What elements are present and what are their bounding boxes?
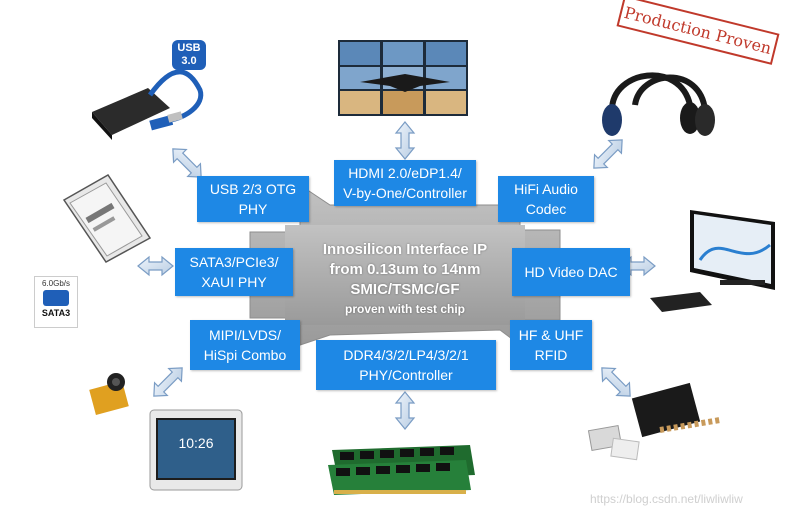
ssd-illustration <box>62 174 152 263</box>
box-rfid: HF & UHF RFID <box>510 320 592 370</box>
usb-badge-line2: 3.0 <box>181 55 197 67</box>
rfid-reader-illustration <box>587 382 721 461</box>
box-hdmi-line1: HDMI 2.0/eDP1.4/ <box>348 165 462 181</box>
sata-label: SATA3 <box>41 308 71 318</box>
chip-title: Innosilicon Interface IP from 0.13um to … <box>290 240 520 318</box>
box-usb-line1: USB 2/3 OTG <box>209 181 297 197</box>
box-sata-line1: SATA3/PCIe3/ <box>189 254 279 270</box>
video-wall-illustration <box>338 40 468 116</box>
tv-illustration <box>650 210 775 312</box>
box-hdmi-line2: V-by-One/Controller <box>343 185 467 201</box>
usb-badge-line1: USB <box>177 42 201 54</box>
box-audio-line1: HiFi Audio <box>514 181 578 197</box>
box-mipi-line1: MIPI/LVDS/ <box>208 327 282 343</box>
arrow-sata <box>137 255 174 277</box>
usb-badge: USB 3.0 <box>172 40 206 70</box>
box-sata: SATA3/PCIe3/XAUI PHY <box>175 248 293 296</box>
arrow-ddr <box>394 391 416 430</box>
ram-illustration <box>328 445 475 495</box>
box-ddr-line2: PHY/Controller <box>359 367 453 383</box>
svg-text:10:26: 10:26 <box>178 435 213 451</box>
sata-speed: 6.0Gb/s <box>41 279 70 288</box>
box-mipi-line2: HiSpi Combo <box>203 347 287 363</box>
box-hd-video-dac: HD Video DAC <box>512 248 630 296</box>
sata-icon <box>43 290 69 306</box>
headphones-illustration <box>609 72 708 111</box>
connector-arrows <box>137 121 656 430</box>
box-rfid-line2: RFID <box>534 347 568 363</box>
box-audio-line2: Codec <box>525 201 567 217</box>
chip-line1: Innosilicon Interface IP <box>322 241 488 258</box>
chip-line4: proven with test chip <box>344 302 465 316</box>
usb-card-illustration <box>92 69 204 140</box>
box-hdmi: HDMI 2.0/eDP1.4/V-by-One/Controller <box>334 160 476 206</box>
arrow-rfid <box>601 367 631 397</box>
box-sata-line2: XAUI PHY <box>201 274 267 290</box>
arrow-mipi <box>153 367 183 397</box>
box-mipi: MIPI/LVDS/HiSpi Combo <box>190 320 300 370</box>
headphones-cups <box>602 102 715 136</box>
box-usb-otg-phy: USB 2/3 OTG PHY <box>197 176 309 222</box>
box-ddr-line1: DDR4/3/2/LP4/3/2/1 <box>343 347 469 363</box>
watermark-url: https://blog.csdn.net/liwliwliw <box>590 492 743 506</box>
box-usb-line2: PHY <box>238 201 268 217</box>
chip-line2: from 0.13um to 14nm <box>329 261 481 278</box>
chip-line3: SMIC/TSMC/GF <box>350 281 460 298</box>
camera-module-illustration <box>89 373 129 415</box>
arrow-hdmi <box>394 121 416 160</box>
chip-core <box>285 225 525 325</box>
box-video-line1: HD Video DAC <box>524 264 618 280</box>
phone-illustration: 10:26 <box>149 409 243 491</box>
box-rfid-line1: HF & UHF <box>518 327 584 343</box>
sata-logo: 6.0Gb/s SATA3 <box>34 276 78 328</box>
arrow-audio <box>593 139 623 169</box>
